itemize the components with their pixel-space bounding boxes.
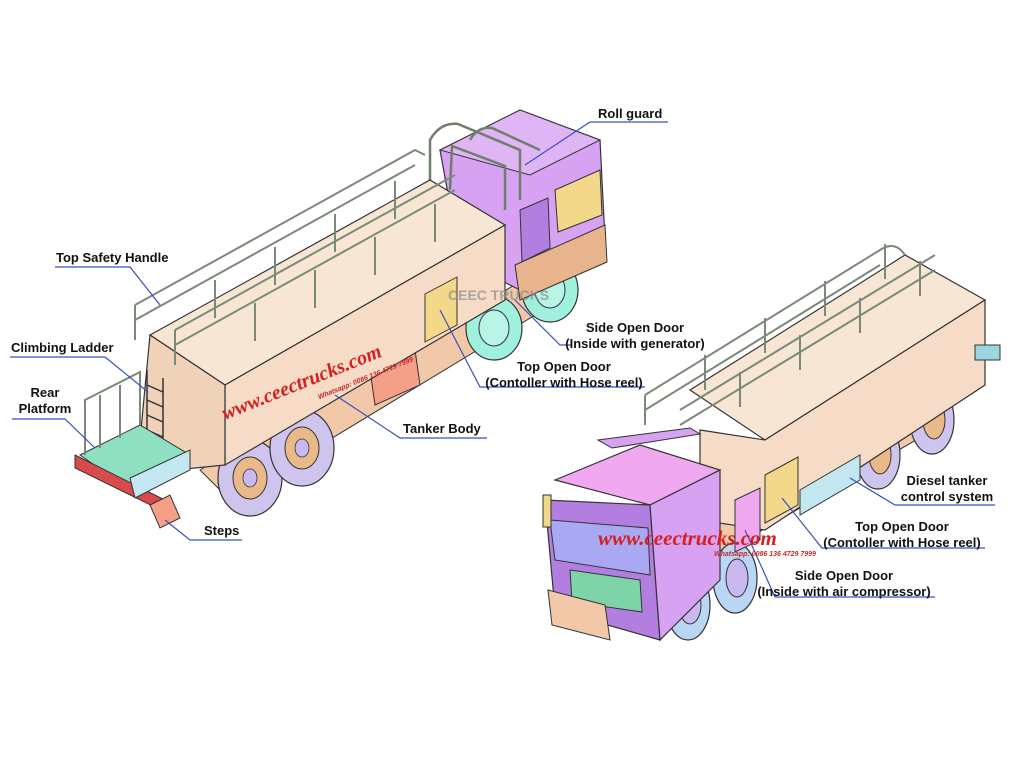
left-cab-roof — [438, 109, 602, 176]
left-cab-bumper — [514, 224, 608, 301]
label-rear-platform-line2: Platform — [18, 401, 72, 416]
right-cab-visor — [596, 427, 702, 449]
right-cab-bumper — [547, 589, 611, 641]
left-rear-platform — [74, 370, 191, 513]
label-top-open-door-left: Top Open Door (Contoller with Hose reel) — [474, 359, 654, 391]
label-tanker-body: Tanker Body — [403, 421, 481, 436]
leader-side-door-air — [744, 529, 935, 598]
leader-steps — [164, 519, 242, 541]
left-roll-guard — [428, 122, 541, 210]
right-cab-window — [549, 519, 651, 576]
right-control-box — [799, 454, 861, 516]
leader-top-safety-handle — [55, 266, 161, 306]
right-top-safety-handle — [644, 244, 936, 426]
label-rear-platform-line1: Rear — [30, 385, 60, 400]
label-diesel-tanker-control: Diesel tanker control system — [888, 473, 1006, 505]
watermark-brand: CEEC TRUCKS — [448, 287, 549, 303]
right-wheel-front-2 — [712, 542, 758, 614]
left-side-door — [424, 276, 458, 343]
leader-top-door-right — [781, 497, 985, 549]
label-top-safety-handle: Top Safety Handle — [56, 250, 169, 265]
right-cab-side — [649, 469, 721, 642]
label-steps: Steps — [204, 523, 240, 538]
leader-side-door-gen — [514, 299, 572, 346]
label-side-open-door-generator-line1: Side Open Door — [585, 320, 685, 335]
leader-rear-platform — [12, 418, 96, 449]
right-rear-bar — [974, 344, 1001, 361]
label-side-open-door-generator-line2: (Inside with generator) — [565, 336, 705, 351]
label-top-open-door-right: Top Open Door (Contoller with Hose reel) — [812, 519, 992, 551]
label-diesel-tanker-control-line1: Diesel tanker — [906, 473, 988, 488]
right-mirror — [542, 494, 552, 528]
left-steps — [149, 494, 181, 529]
label-side-open-door-air: Side Open Door (Inside with air compress… — [748, 568, 940, 600]
label-diesel-tanker-control-line2: control system — [900, 489, 994, 504]
label-side-open-door-air-line1: Side Open Door — [794, 568, 894, 583]
label-top-open-door-left-line2: (Contoller with Hose reel) — [485, 375, 643, 390]
left-cab-side-panel — [519, 197, 551, 263]
right-truck — [542, 244, 1001, 642]
label-top-open-door-right-line1: Top Open Door — [855, 519, 949, 534]
left-top-safety-handle — [134, 148, 456, 365]
label-top-open-door-right-line2: (Contoller with Hose reel) — [823, 535, 981, 550]
leader-tanker-body — [334, 394, 487, 439]
right-door-2 — [734, 487, 761, 553]
leader-climbing-ladder — [10, 356, 149, 393]
leader-diesel — [849, 477, 995, 506]
label-climbing-ladder: Climbing Ladder — [11, 340, 114, 355]
label-side-open-door-air-line2: (Inside with air compressor) — [757, 584, 931, 599]
watermark-site-right: www.ceectrucks.com — [598, 526, 777, 550]
label-rear-platform: Rear Platform — [10, 385, 80, 417]
leader-lines — [10, 121, 995, 598]
left-truck — [74, 109, 608, 529]
left-cab-window — [554, 169, 603, 233]
right-door-1 — [764, 456, 799, 524]
label-top-open-door-left-line1: Top Open Door — [517, 359, 611, 374]
leader-roll-guard — [524, 121, 668, 166]
watermark-whatsapp-right: Whatsapp: 0086 136 4729 7999 — [714, 551, 816, 558]
watermark-right: www.ceectrucks.com Whatsapp: 0086 136 47… — [598, 526, 816, 558]
label-roll-guard: Roll guard — [598, 106, 663, 121]
leader-top-door-left — [439, 309, 645, 388]
label-side-open-door-generator: Side Open Door (Inside with generator) — [550, 320, 720, 352]
